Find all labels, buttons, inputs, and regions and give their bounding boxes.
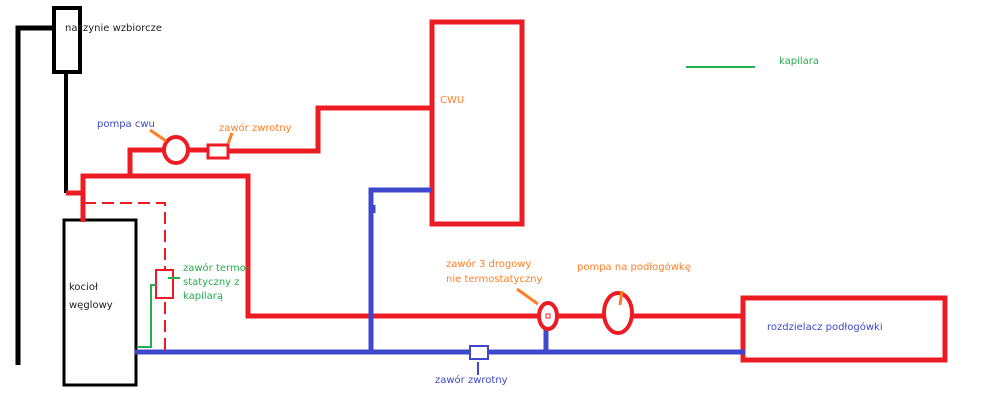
label-pointers	[149, 128, 624, 306]
capillary-sensor-line	[137, 284, 156, 348]
three-way-valve-port	[545, 313, 551, 319]
check-valve-top-label: zawór zwrotny	[219, 123, 292, 134]
check-valve-bottom	[469, 345, 489, 360]
vent-pipe	[15, 25, 56, 365]
thermostatic-valve-label-3: kapilarą	[183, 291, 224, 302]
supply-pipes	[66, 105, 745, 319]
boiler-label-1: kocioł	[69, 282, 98, 293]
boiler-label-2: węglowy	[69, 300, 113, 311]
three-way-valve-label-1: zawór 3 drogowy	[446, 259, 532, 270]
check-valve-bottom-label: zawór zwrotny	[435, 375, 508, 386]
floor-manifold	[740, 295, 948, 363]
check-valve-top	[206, 143, 230, 160]
thermostatic-valve-label-2: statyczny z	[183, 277, 240, 288]
thermostatic-valve	[155, 269, 174, 299]
dhw-pump	[162, 135, 190, 165]
expansion-tank	[52, 6, 82, 74]
expansion-tank-label: naczynie wzbiorcze	[65, 23, 163, 34]
legend-capillary-label: kapilara	[779, 56, 820, 67]
dhw-tank	[429, 19, 525, 227]
dhw-tank-label: CWU	[440, 95, 465, 106]
bypass-pipe	[84, 202, 166, 352]
three-way-valve	[537, 301, 559, 331]
floor-pump	[602, 291, 634, 335]
thermostatic-valve-label-1: zawór termo-	[183, 263, 250, 274]
boiler	[62, 218, 138, 387]
floor-pump-label: pompa na podłogówkę	[577, 262, 691, 273]
dhw-pump-label: pompa cwu	[97, 119, 155, 130]
manifold-label: rozdzielacz podłogówki	[767, 322, 883, 333]
three-way-valve-label-2: nie termostatyczny	[446, 274, 543, 285]
